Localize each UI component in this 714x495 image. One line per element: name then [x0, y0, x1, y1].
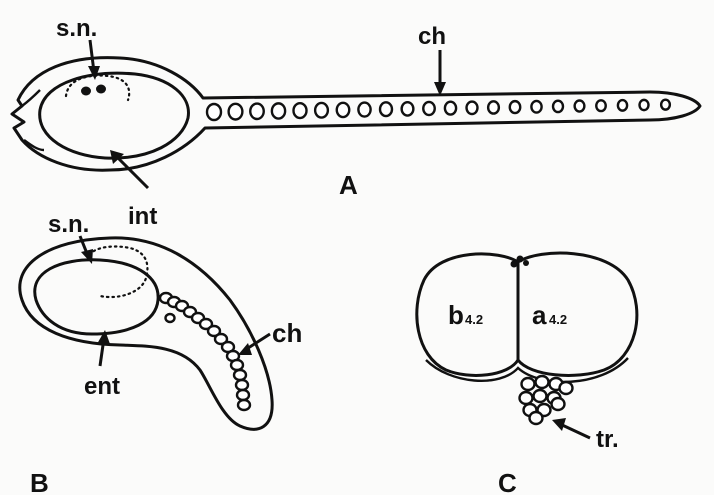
panel-b: s.n. ent ch B — [20, 211, 303, 495]
label-ch-a: ch — [418, 23, 446, 50]
cluster-cell — [534, 390, 547, 402]
notochord-cell — [294, 103, 307, 118]
polar-body — [517, 256, 524, 263]
pigment-spot — [81, 87, 91, 96]
sensory-vesicle-b — [88, 247, 147, 298]
cluster-cell — [552, 398, 565, 410]
notochord-cell — [575, 100, 585, 111]
label-sn-a: s.n. — [56, 15, 97, 42]
panel-label-b: B — [30, 468, 49, 495]
notochord-cell — [358, 103, 370, 117]
notochord-a — [207, 100, 670, 120]
notochord-cell — [337, 103, 349, 117]
notochord-cell — [640, 100, 649, 110]
notochord-cell — [238, 400, 250, 410]
notochord-cell — [661, 100, 670, 110]
panel-a: s.n. ch int A — [12, 15, 700, 230]
notochord-cell — [250, 104, 263, 119]
label-a42-sub: 4.2 — [549, 312, 567, 327]
cluster-cell — [520, 392, 533, 404]
notochord-cell — [272, 103, 285, 118]
arrowhead — [81, 249, 93, 264]
notochord-cell — [207, 104, 221, 120]
label-ch-b: ch — [272, 318, 302, 348]
label-b42-letter: b — [448, 300, 464, 330]
notochord-cell — [510, 101, 520, 113]
label-b42-sub: 4.2 — [465, 312, 483, 327]
panel-label-a: A — [339, 170, 358, 200]
notochord-cell — [423, 102, 434, 115]
notochord-cell — [380, 102, 392, 116]
notochord-cell — [445, 102, 456, 115]
arrow-int-a — [118, 158, 148, 188]
cluster-cell — [522, 378, 535, 390]
cluster-cell — [560, 382, 573, 394]
cluster-cell — [536, 376, 549, 388]
notochord-cell — [618, 100, 627, 111]
cell-cluster — [520, 376, 573, 424]
polar-body — [511, 261, 518, 268]
notochord-cell — [236, 380, 248, 390]
notochord-cell — [166, 314, 175, 322]
endoderm-b — [35, 260, 158, 334]
notochord-cell — [488, 101, 499, 113]
arrow-tr-c — [560, 424, 590, 438]
arrowhead — [238, 343, 252, 355]
notochord-cell — [237, 390, 249, 400]
intestine-a — [40, 73, 189, 158]
arrowhead — [552, 418, 566, 431]
panel-label-c: C — [498, 468, 517, 495]
notochord-cell — [231, 360, 243, 370]
notochord-cell — [553, 101, 563, 112]
label-a42-letter: a — [532, 300, 547, 330]
polar-body — [523, 260, 529, 266]
label-tr-c: tr. — [596, 426, 619, 453]
notochord-cell — [229, 104, 243, 120]
label-int-a: int — [128, 203, 157, 230]
notochord-cell — [467, 102, 478, 115]
panel-c: b 4.2 a 4.2 tr. C — [417, 253, 637, 495]
label-sn-b: s.n. — [48, 211, 89, 238]
notochord-cell — [234, 370, 246, 380]
notochord-cell — [402, 102, 414, 115]
label-ent-b: ent — [84, 373, 120, 400]
notochord-cell — [531, 101, 541, 113]
notochord-cell — [315, 103, 328, 118]
cluster-cell — [530, 412, 543, 424]
pigment-spot — [96, 85, 106, 94]
notochord-cell — [596, 100, 605, 111]
